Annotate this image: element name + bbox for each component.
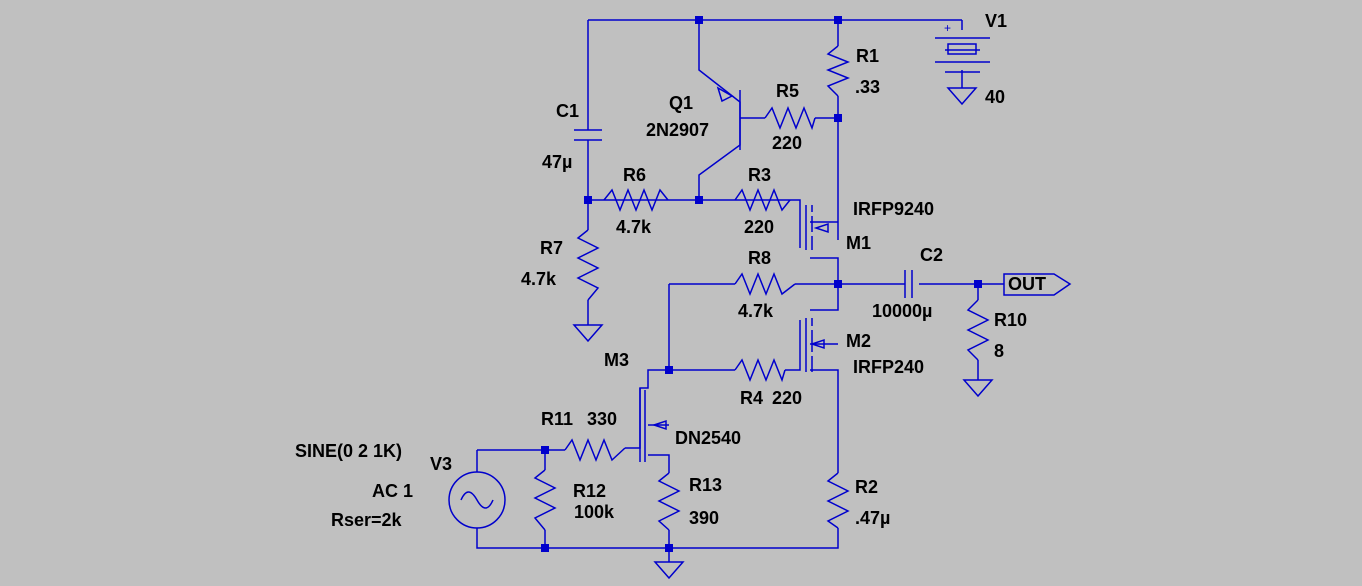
r1-value: .33	[855, 77, 880, 97]
v1-label: V1	[985, 11, 1007, 31]
out-port-label: OUT	[1008, 274, 1046, 294]
out-port	[1003, 273, 1072, 296]
q1-label: Q1	[669, 93, 693, 113]
r11-resistor	[564, 437, 626, 463]
r6-value: 4.7k	[616, 217, 652, 237]
r12-label: R12	[573, 481, 606, 501]
v3-ac: AC 1	[372, 481, 413, 501]
junctions	[541, 16, 982, 552]
r11-value: 330	[587, 409, 617, 429]
v3-function: SINE(0 2 1K)	[295, 441, 402, 461]
ground-symbols	[572, 324, 994, 580]
r11-label: R11	[541, 409, 573, 429]
r7-resistor	[576, 229, 600, 301]
m1-value: IRFP9240	[853, 199, 934, 219]
c1-capacitor	[574, 129, 602, 200]
r6-resistor	[603, 187, 669, 213]
r2-resistor	[826, 472, 850, 529]
r5-value: 220	[772, 133, 802, 153]
r7-value: 4.7k	[521, 269, 557, 289]
r3-value: 220	[744, 217, 774, 237]
c2-capacitor	[904, 270, 913, 298]
m2-mosfet	[805, 318, 825, 372]
svg-text:+: +	[944, 21, 951, 35]
m3-mosfet	[639, 388, 667, 462]
r7-label: R7	[540, 238, 563, 258]
r8-label: R8	[748, 248, 771, 268]
v1-value: 40	[985, 87, 1005, 107]
r1-resistor	[825, 45, 851, 97]
r6-label: R6	[623, 165, 646, 185]
r13-label: R13	[689, 475, 722, 495]
c2-label: C2	[920, 245, 943, 265]
r10-label: R10	[994, 310, 1027, 330]
r8-resistor	[734, 271, 796, 297]
r4-resistor	[734, 357, 786, 383]
r12-value: 100k	[574, 502, 615, 522]
r13-resistor	[657, 472, 681, 531]
m1-mosfet	[805, 205, 829, 250]
m3-label: M3	[604, 350, 629, 370]
r4-label: R4	[740, 388, 763, 408]
r3-label: R3	[748, 165, 771, 185]
v3-source	[448, 471, 506, 529]
r12-resistor	[533, 469, 557, 531]
m1-label: M1	[846, 233, 871, 253]
r10-resistor	[966, 299, 990, 361]
r5-resistor	[764, 105, 816, 131]
m2-value: IRFP240	[853, 357, 924, 377]
r8-value: 4.7k	[738, 301, 774, 321]
c1-label: C1	[556, 101, 579, 121]
r1-label: R1	[856, 46, 879, 66]
r2-label: R2	[855, 477, 878, 497]
c1-value: 47µ	[542, 152, 572, 172]
v3-label: V3	[430, 454, 452, 474]
v3-rser: Rser=2k	[331, 510, 403, 530]
v1-battery: +	[935, 21, 990, 106]
r5-label: R5	[776, 81, 799, 101]
r10-value: 8	[994, 341, 1004, 361]
c2-value: 10000µ	[872, 301, 932, 321]
r3-resistor	[734, 187, 791, 213]
m2-label: M2	[846, 331, 871, 351]
r2-value: .47µ	[855, 508, 890, 528]
r4-value: 220	[772, 388, 802, 408]
r13-value: 390	[689, 508, 719, 528]
q1-transistor	[716, 86, 741, 150]
m3-value: DN2540	[675, 428, 741, 448]
q1-value: 2N2907	[646, 120, 709, 140]
